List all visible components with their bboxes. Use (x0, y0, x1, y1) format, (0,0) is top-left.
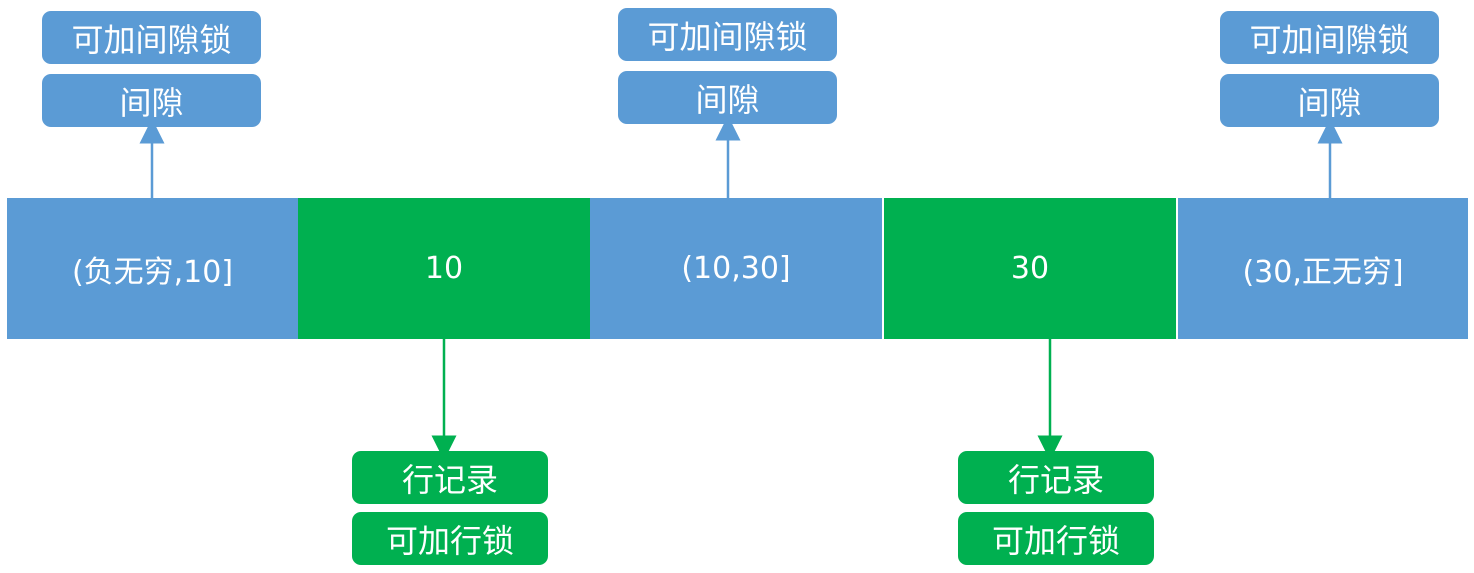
gap-type-label-1: 间隙 (42, 74, 261, 127)
segment-10-to-30: (10,30] (590, 198, 882, 339)
record-type-label-2: 行记录 (958, 451, 1154, 504)
gap-type-label-3: 间隙 (1220, 74, 1439, 127)
segment-record-30: 30 (882, 198, 1176, 339)
gap-lock-label-2: 可加间隙锁 (618, 8, 837, 61)
segment-record-10: 10 (298, 198, 590, 339)
record-lock-label-1: 可加行锁 (352, 512, 548, 565)
segment-30-to-positive-infinity: (30,正无穷] (1176, 198, 1468, 339)
segment-negative-infinity-to-10: (负无穷,10] (7, 198, 298, 339)
gap-type-label-2: 间隙 (618, 71, 837, 124)
gap-lock-label-1: 可加间隙锁 (42, 11, 261, 64)
record-lock-label-2: 可加行锁 (958, 512, 1154, 565)
gap-lock-label-3: 可加间隙锁 (1220, 11, 1439, 64)
record-type-label-1: 行记录 (352, 451, 548, 504)
